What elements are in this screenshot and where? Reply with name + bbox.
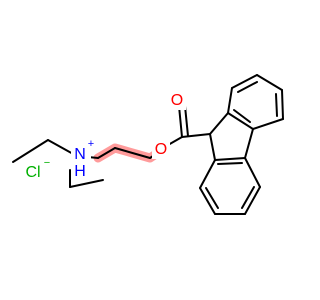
nitrogen-atom: N + H — [71, 138, 94, 180]
upper-benzene-ring — [227, 74, 284, 130]
ethyl-bond-lower-2 — [69, 179, 104, 188]
carbonyl-oxygen-label: O — [171, 92, 183, 109]
nitrogen-charge: + — [88, 138, 94, 150]
carbonyl-c9-bond — [181, 133, 211, 138]
ester-oxygen-label: O — [155, 141, 167, 158]
chain-bond-1 — [97, 147, 116, 159]
ester-oxygen-atom: O — [152, 141, 170, 159]
chloride-charge: − — [44, 157, 50, 169]
ester-o-carbonyl-bond — [167, 136, 183, 146]
carbonyl-double-bond-a — [178, 105, 183, 138]
ethyl-bond-upper-1 — [12, 139, 49, 163]
structure-diagram: O O N + H Cl − — [12, 74, 284, 215]
molecule-canvas: O O N + H Cl − — [12, 74, 284, 215]
lower-benzene-ring — [199, 157, 261, 215]
carbonyl-oxygen-atom: O — [168, 92, 186, 110]
carbonyl-double-bond-b — [184, 105, 189, 137]
fluorene-five-ring — [209, 112, 254, 161]
chain-bond-2 — [114, 147, 151, 159]
chloride-label: Cl — [25, 164, 40, 181]
ethyl-bond-upper-2 — [47, 139, 76, 156]
chloride-ion: Cl − — [25, 157, 50, 181]
nitrogen-label: N — [74, 146, 86, 163]
nitrogen-hydrogen-label: H — [74, 163, 86, 180]
